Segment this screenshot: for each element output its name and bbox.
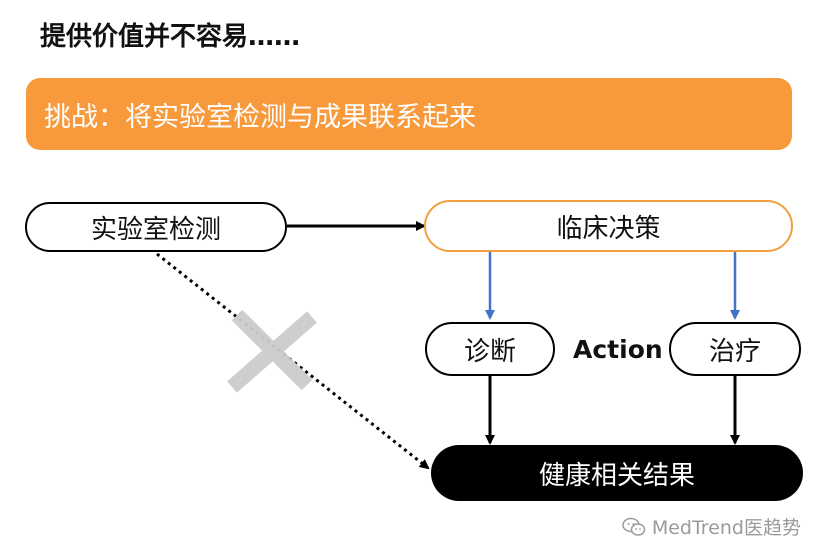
cross-mark <box>227 309 317 393</box>
diagnosis-label: 诊断 <box>463 336 516 367</box>
treatment-node: 治疗 <box>669 322 801 376</box>
health-outcome-node: 健康相关结果 <box>431 445 803 501</box>
watermark-text: MedTrend医趋势 <box>651 517 801 539</box>
challenge-text: 挑战：将实验室检测与成果联系起来 <box>44 101 476 133</box>
challenge-banner: 挑战：将实验室检测与成果联系起来 <box>26 78 792 150</box>
lab-test-label: 实验室检测 <box>90 214 221 245</box>
clinical-decision-node: 临床决策 <box>424 200 793 252</box>
action-label: Action <box>573 335 663 364</box>
dotted-arrow-lab-to-outcome <box>156 252 430 470</box>
clinical-decision-label: 临床决策 <box>556 213 661 244</box>
diagnosis-node: 诊断 <box>425 322 555 376</box>
lab-test-node: 实验室检测 <box>25 202 287 252</box>
health-outcome-label: 健康相关结果 <box>538 460 695 491</box>
treatment-label: 治疗 <box>708 336 761 367</box>
watermark: MedTrend医趋势 <box>622 513 801 540</box>
wechat-icon <box>622 517 646 536</box>
page-title: 提供价值并不容易…… <box>40 22 301 52</box>
